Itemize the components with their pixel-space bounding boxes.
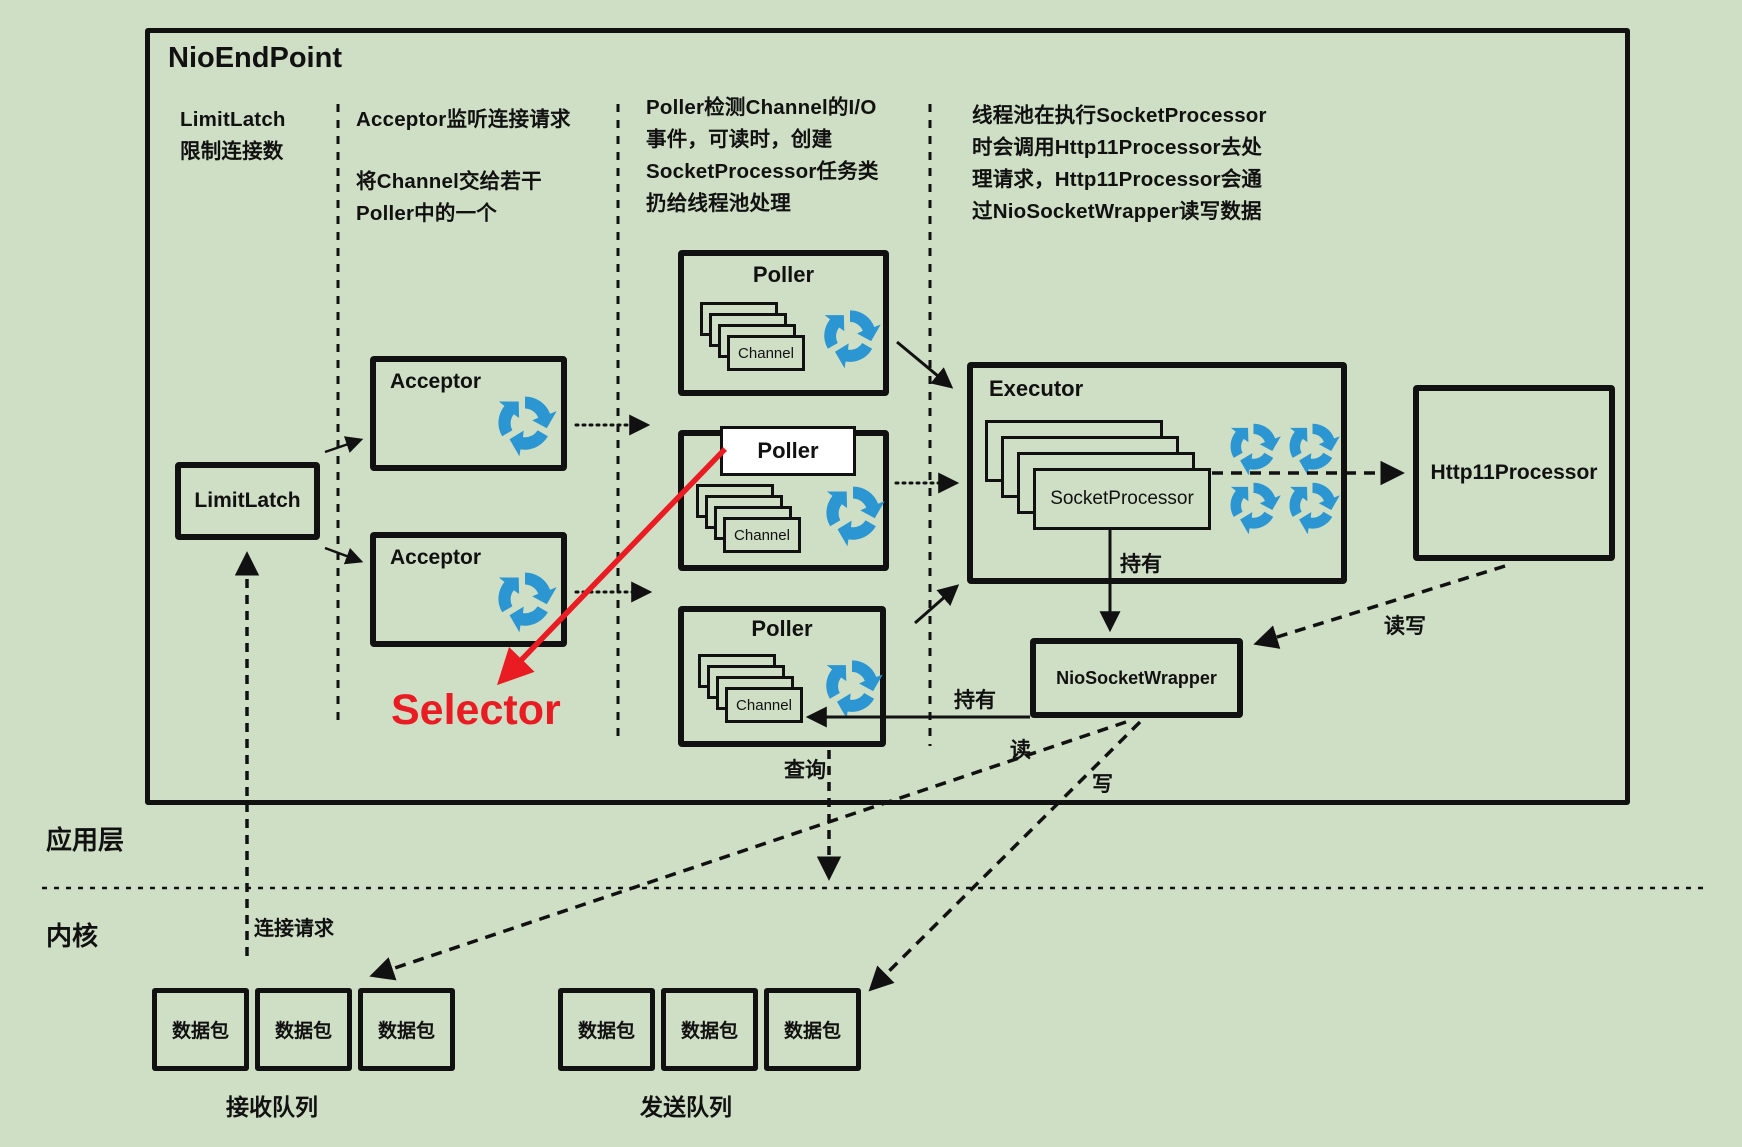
packet-box: 数据包	[764, 988, 861, 1071]
executor-box: Executor SocketProcessor	[967, 362, 1347, 584]
poller2-title-box: Poller	[720, 426, 856, 476]
nio-socket-wrapper-box: NioSocketWrapper	[1030, 638, 1243, 718]
limitlatch-label: LimitLatch	[194, 489, 301, 512]
connection-request-label: 连接请求	[254, 918, 334, 940]
recycle-icon	[1225, 477, 1282, 534]
poller2-box: Poller Channel	[678, 426, 889, 571]
poller1-box: Poller Channel	[678, 250, 889, 396]
note-limitlatch: LimitLatch 限制连接数	[180, 108, 286, 163]
packet-label: 数据包	[783, 1021, 841, 1042]
acceptor2-box: Acceptor	[370, 532, 567, 647]
channel-label: Channel	[736, 696, 792, 714]
application-layer-label: 应用层	[46, 825, 125, 855]
channel-front-rect: Channel	[725, 687, 803, 723]
thread-icons	[1225, 418, 1343, 534]
channel-front-rect: Channel	[723, 517, 801, 553]
nio-endpoint-title: NioEndPoint	[168, 42, 342, 74]
read-write-label: 读写	[1384, 615, 1426, 638]
poller1-label: Poller	[752, 262, 815, 287]
packet-box: 数据包	[152, 988, 249, 1071]
socket-processor-front-rect: SocketProcessor	[1033, 468, 1211, 530]
kernel-layer-label: 内核	[46, 921, 99, 951]
channel-front-rect: Channel	[727, 335, 805, 371]
packet-label: 数据包	[171, 1021, 229, 1042]
write-label: 写	[1092, 773, 1113, 796]
recycle-icon	[1284, 477, 1341, 534]
hold-wrapper-label: 持有	[954, 689, 996, 712]
poller3-box: Poller Channel	[678, 606, 886, 747]
channel-stack: Channel	[700, 302, 806, 374]
poller3-label: Poller	[751, 616, 813, 641]
note-poller-detect: Poller检测Channel的I/O 事件，可读时，创建 SocketProc…	[646, 96, 879, 215]
recycle-icon	[1284, 418, 1341, 475]
channel-label: Channel	[734, 526, 790, 544]
query-label: 查询	[784, 759, 826, 782]
note-thread-pool: 线程池在执行SocketProcessor 时会调用Http11Processo…	[972, 104, 1267, 223]
hold-executor-label: 持有	[1120, 553, 1162, 576]
note-acceptor-listen: Acceptor监听连接请求	[356, 108, 571, 131]
packet-box: 数据包	[255, 988, 352, 1071]
read-label: 读	[1010, 739, 1031, 762]
recycle-icon	[818, 304, 882, 368]
recycle-icon	[492, 566, 558, 632]
recycle-icon	[1225, 418, 1282, 475]
socket-processor-label: SocketProcessor	[1050, 488, 1194, 509]
selector-annotation: Selector	[391, 686, 561, 734]
acceptor1-label: Acceptor	[390, 370, 482, 393]
packet-label: 数据包	[377, 1021, 435, 1042]
packet-label: 数据包	[577, 1021, 635, 1042]
acceptor1-box: Acceptor	[370, 356, 567, 471]
packet-box: 数据包	[358, 988, 455, 1071]
nio-endpoint-box	[145, 28, 1630, 805]
packet-box: 数据包	[558, 988, 655, 1071]
limitlatch-box: LimitLatch	[175, 462, 320, 540]
receive-queue-label: 接收队列	[226, 1094, 318, 1120]
channel-stack: Channel	[698, 654, 804, 726]
http11-processor-box: Http11Processor	[1413, 385, 1615, 561]
socket-processor-stack: SocketProcessor	[985, 420, 1215, 532]
http11-processor-label: Http11Processor	[1430, 461, 1598, 484]
recycle-icon	[492, 390, 558, 456]
packet-label: 数据包	[274, 1021, 332, 1042]
nio-socket-wrapper-label: NioSocketWrapper	[1056, 667, 1217, 688]
packet-box: 数据包	[661, 988, 758, 1071]
channel-stack: Channel	[696, 484, 802, 556]
note-acceptor-handoff: 将Channel交给若干 Poller中的一个	[356, 170, 542, 225]
poller2-label: Poller	[757, 438, 819, 463]
recycle-icon	[820, 654, 884, 718]
send-queue-label: 发送队列	[640, 1094, 732, 1120]
packet-label: 数据包	[680, 1021, 738, 1042]
recycle-icon	[820, 480, 886, 546]
acceptor2-label: Acceptor	[390, 546, 482, 569]
executor-label: Executor	[989, 376, 1084, 401]
channel-label: Channel	[738, 344, 794, 362]
